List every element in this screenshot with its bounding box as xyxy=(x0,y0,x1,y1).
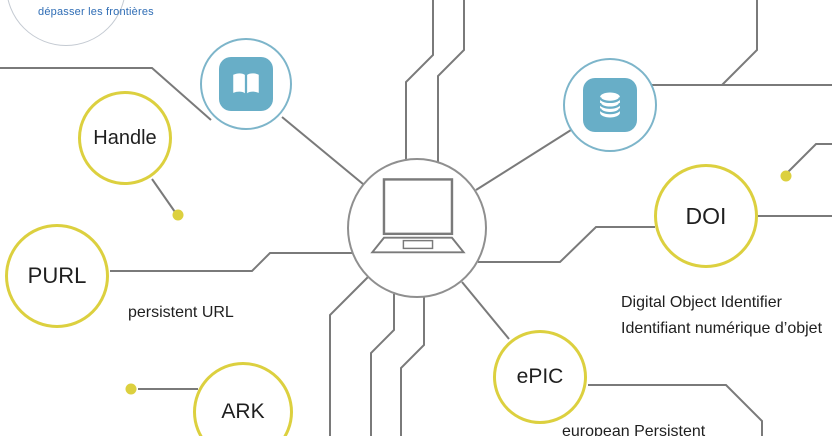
trace-endpoint-dot xyxy=(125,383,137,395)
node-purl-label: PURL xyxy=(27,263,87,288)
epic-caption: european Persistent xyxy=(562,423,706,436)
logo-tagline: dépasser les frontières xyxy=(38,6,154,18)
book-node xyxy=(200,38,292,130)
purl-caption: persistent URL xyxy=(128,304,234,321)
open-book-icon xyxy=(219,57,273,111)
node-ark: ARK xyxy=(193,362,293,436)
database-icon xyxy=(583,78,637,132)
node-doi: DOI xyxy=(654,164,758,268)
doi-caption: Digital Object Identifier Identifiant nu… xyxy=(621,290,822,342)
doi-caption-line1: Digital Object Identifier xyxy=(621,294,782,311)
node-epic: ePIC xyxy=(493,330,587,424)
node-epic-label: ePIC xyxy=(516,365,564,388)
center-computer-node xyxy=(347,158,487,298)
node-ark-label: ARK xyxy=(221,400,265,423)
node-purl: PURL xyxy=(5,224,109,328)
trace-endpoint-dot xyxy=(172,209,184,221)
node-doi-label: DOI xyxy=(685,202,727,229)
node-handle: Handle xyxy=(78,91,172,185)
trace-endpoint-dot xyxy=(780,170,792,182)
node-handle-label: Handle xyxy=(93,126,157,149)
doi-caption-line2: Identifiant numérique d’objet xyxy=(621,320,823,337)
laptop-icon xyxy=(370,178,466,254)
database-node xyxy=(563,58,657,152)
